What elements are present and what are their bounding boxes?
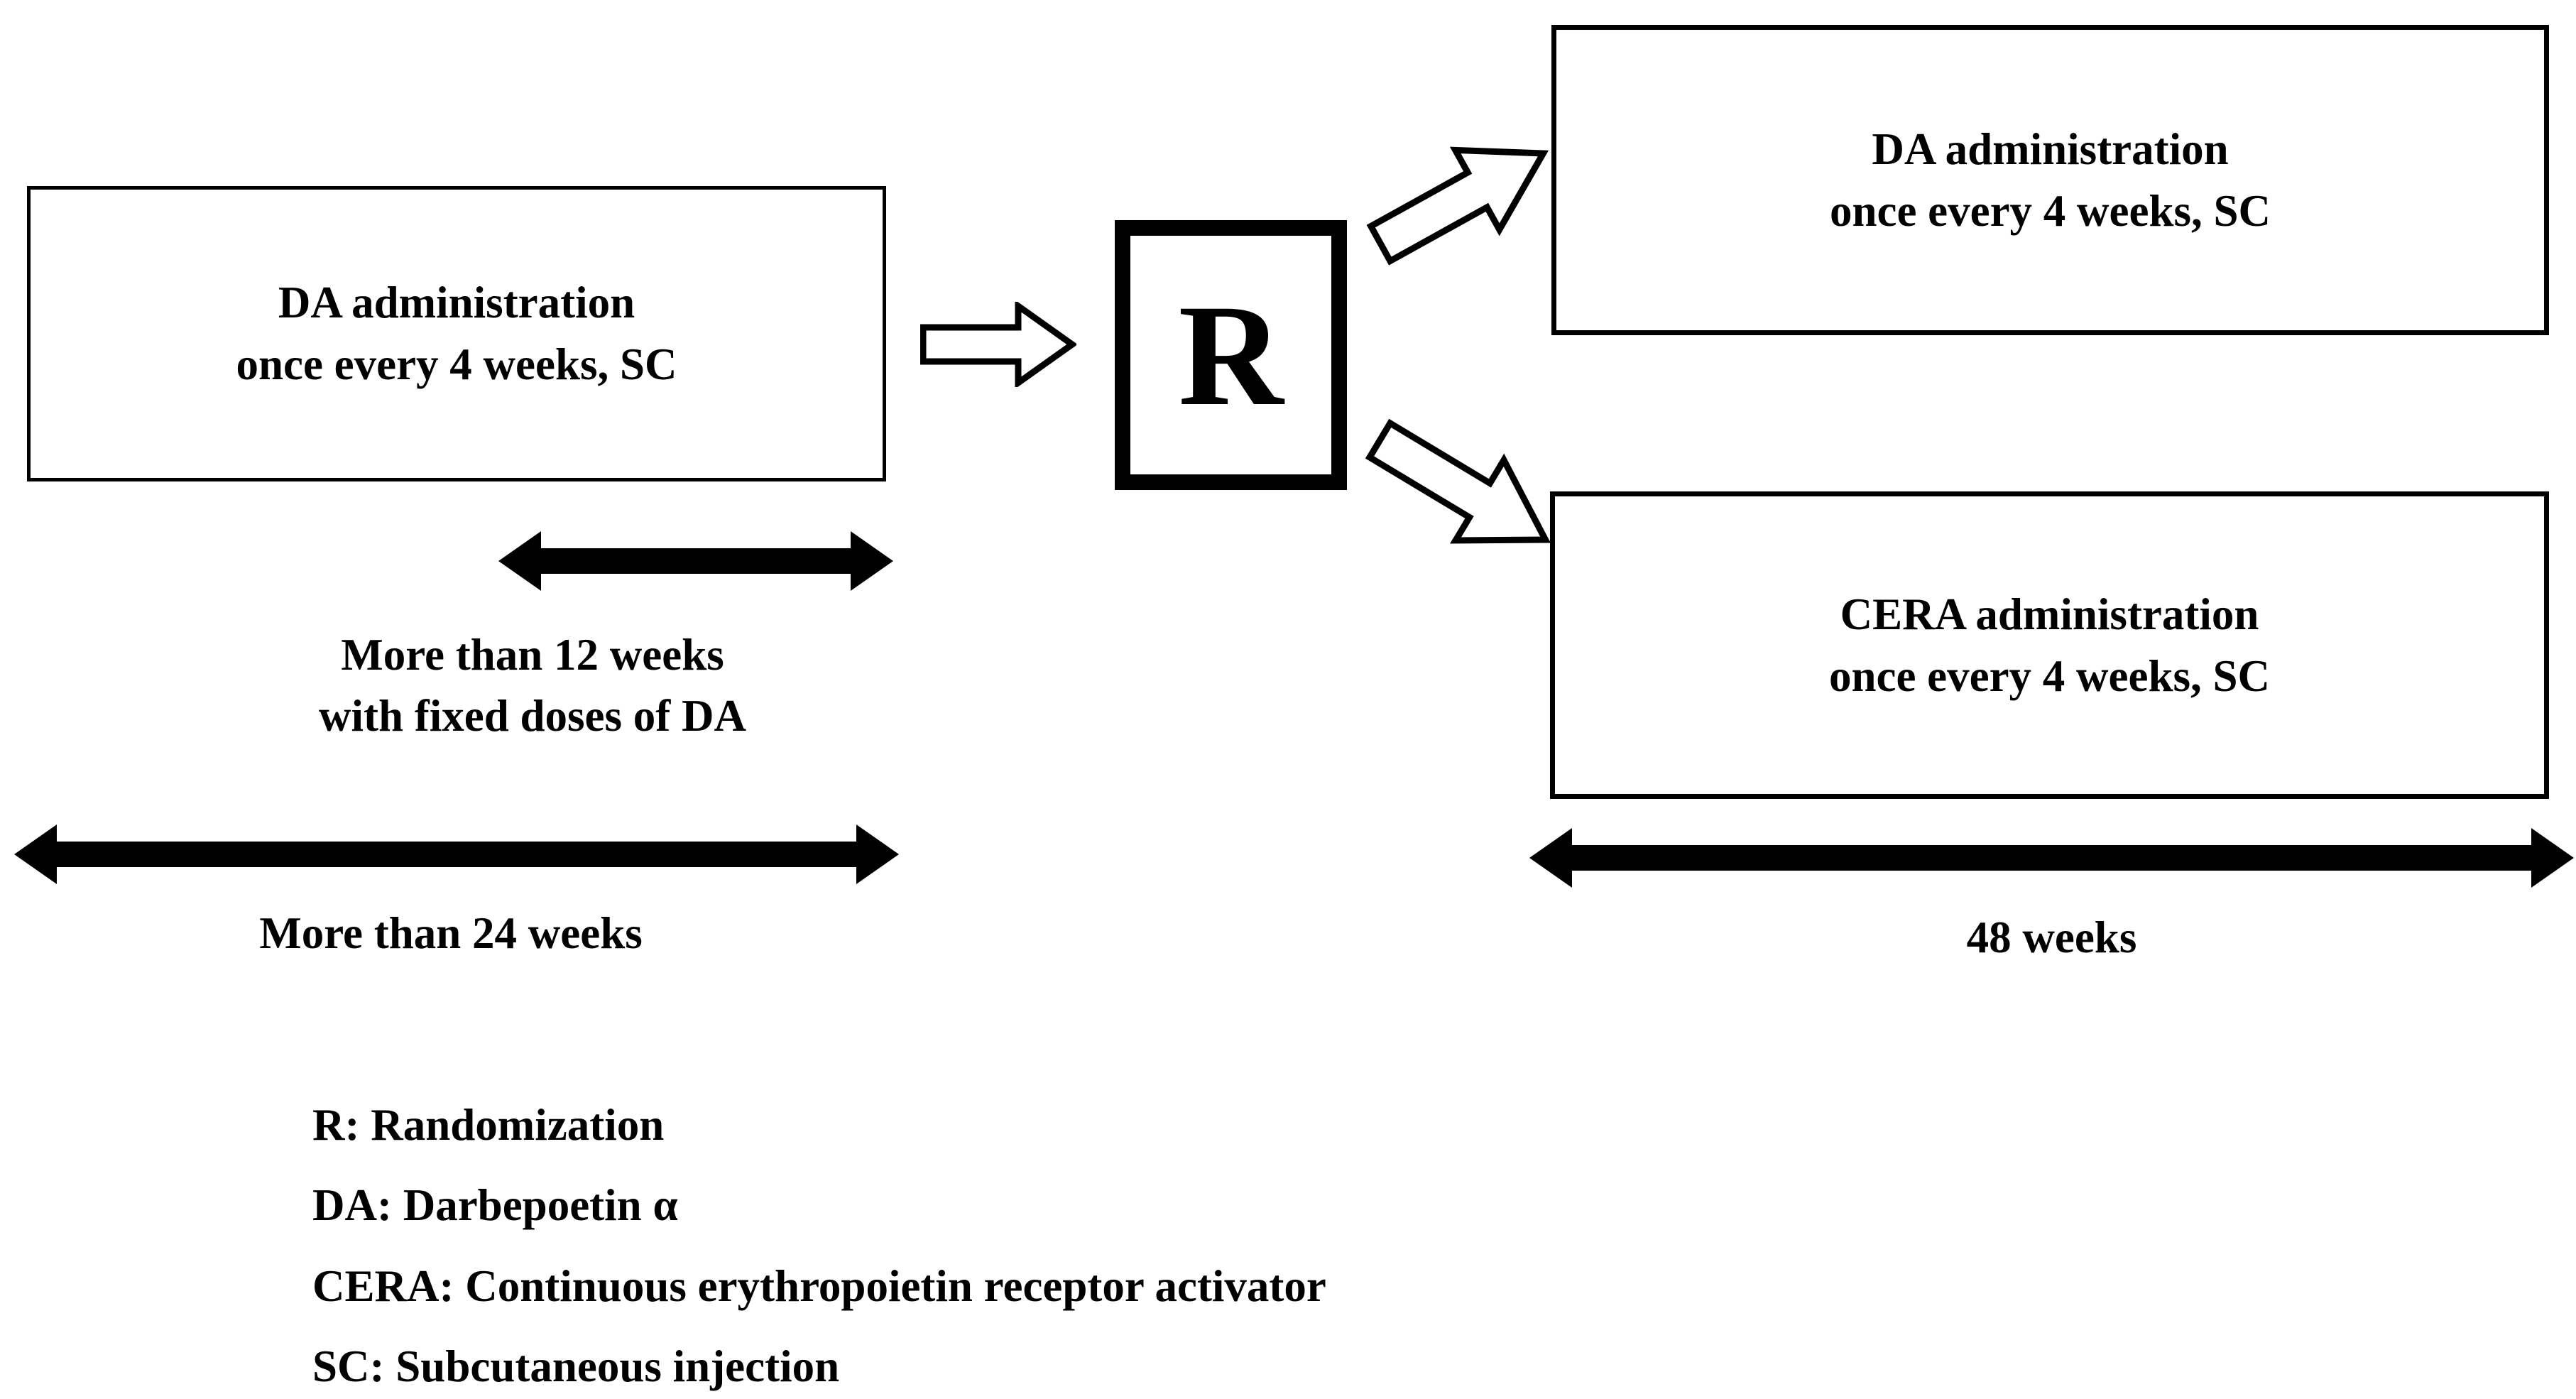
arm-da-line-2: once every 4 weeks, SC	[1829, 185, 2271, 236]
baseline-treatment-box: DA administration once every 4 weeks, SC	[27, 186, 886, 481]
arm-cera-line-2: once every 4 weeks, SC	[1828, 650, 2271, 701]
legend-item-cera: CERA: Continuous erythropoietin receptor…	[312, 1261, 1326, 1311]
randomization-label: R	[1178, 274, 1284, 436]
double-headed-arrow-icon	[1529, 828, 2574, 888]
arm-cera-line-1: CERA administration	[1840, 589, 2259, 639]
baseline-box-line-2: once every 4 weeks, SC	[236, 339, 677, 389]
legend-item-sc: SC: Subcutaneous injection	[312, 1341, 840, 1392]
randomization-node: R	[1115, 220, 1347, 490]
down-right-block-arrow-icon	[1365, 418, 1551, 544]
duration-12-weeks-line-2: with fixed doses of DA	[318, 690, 746, 741]
arm-cera-treatment-box: CERA administration once every 4 weeks, …	[1550, 491, 2549, 799]
duration-48-weeks-caption: 48 weeks	[1966, 913, 2137, 962]
double-headed-arrow-icon	[14, 824, 899, 884]
legend-item-da: DA: Darbepoetin α	[312, 1180, 678, 1231]
arm-da-treatment-box: DA administration once every 4 weeks, SC	[1551, 25, 2549, 335]
duration-12-weeks-caption: More than 12 weeks with fixed doses of D…	[156, 625, 909, 746]
legend-abbreviations: R: Randomization DA: Darbepoetin α CERA:…	[312, 1085, 1326, 1399]
legend-item-randomization: R: Randomization	[312, 1100, 665, 1150]
double-headed-arrow-icon	[498, 531, 893, 591]
arm-da-line-1: DA administration	[1872, 124, 2229, 174]
up-right-block-arrow-icon	[1366, 146, 1549, 266]
right-block-arrow-icon	[920, 302, 1076, 387]
duration-24-weeks-caption: More than 24 weeks	[259, 908, 643, 958]
duration-12-weeks-line-1: More than 12 weeks	[341, 630, 724, 680]
baseline-box-line-1: DA administration	[278, 278, 635, 328]
